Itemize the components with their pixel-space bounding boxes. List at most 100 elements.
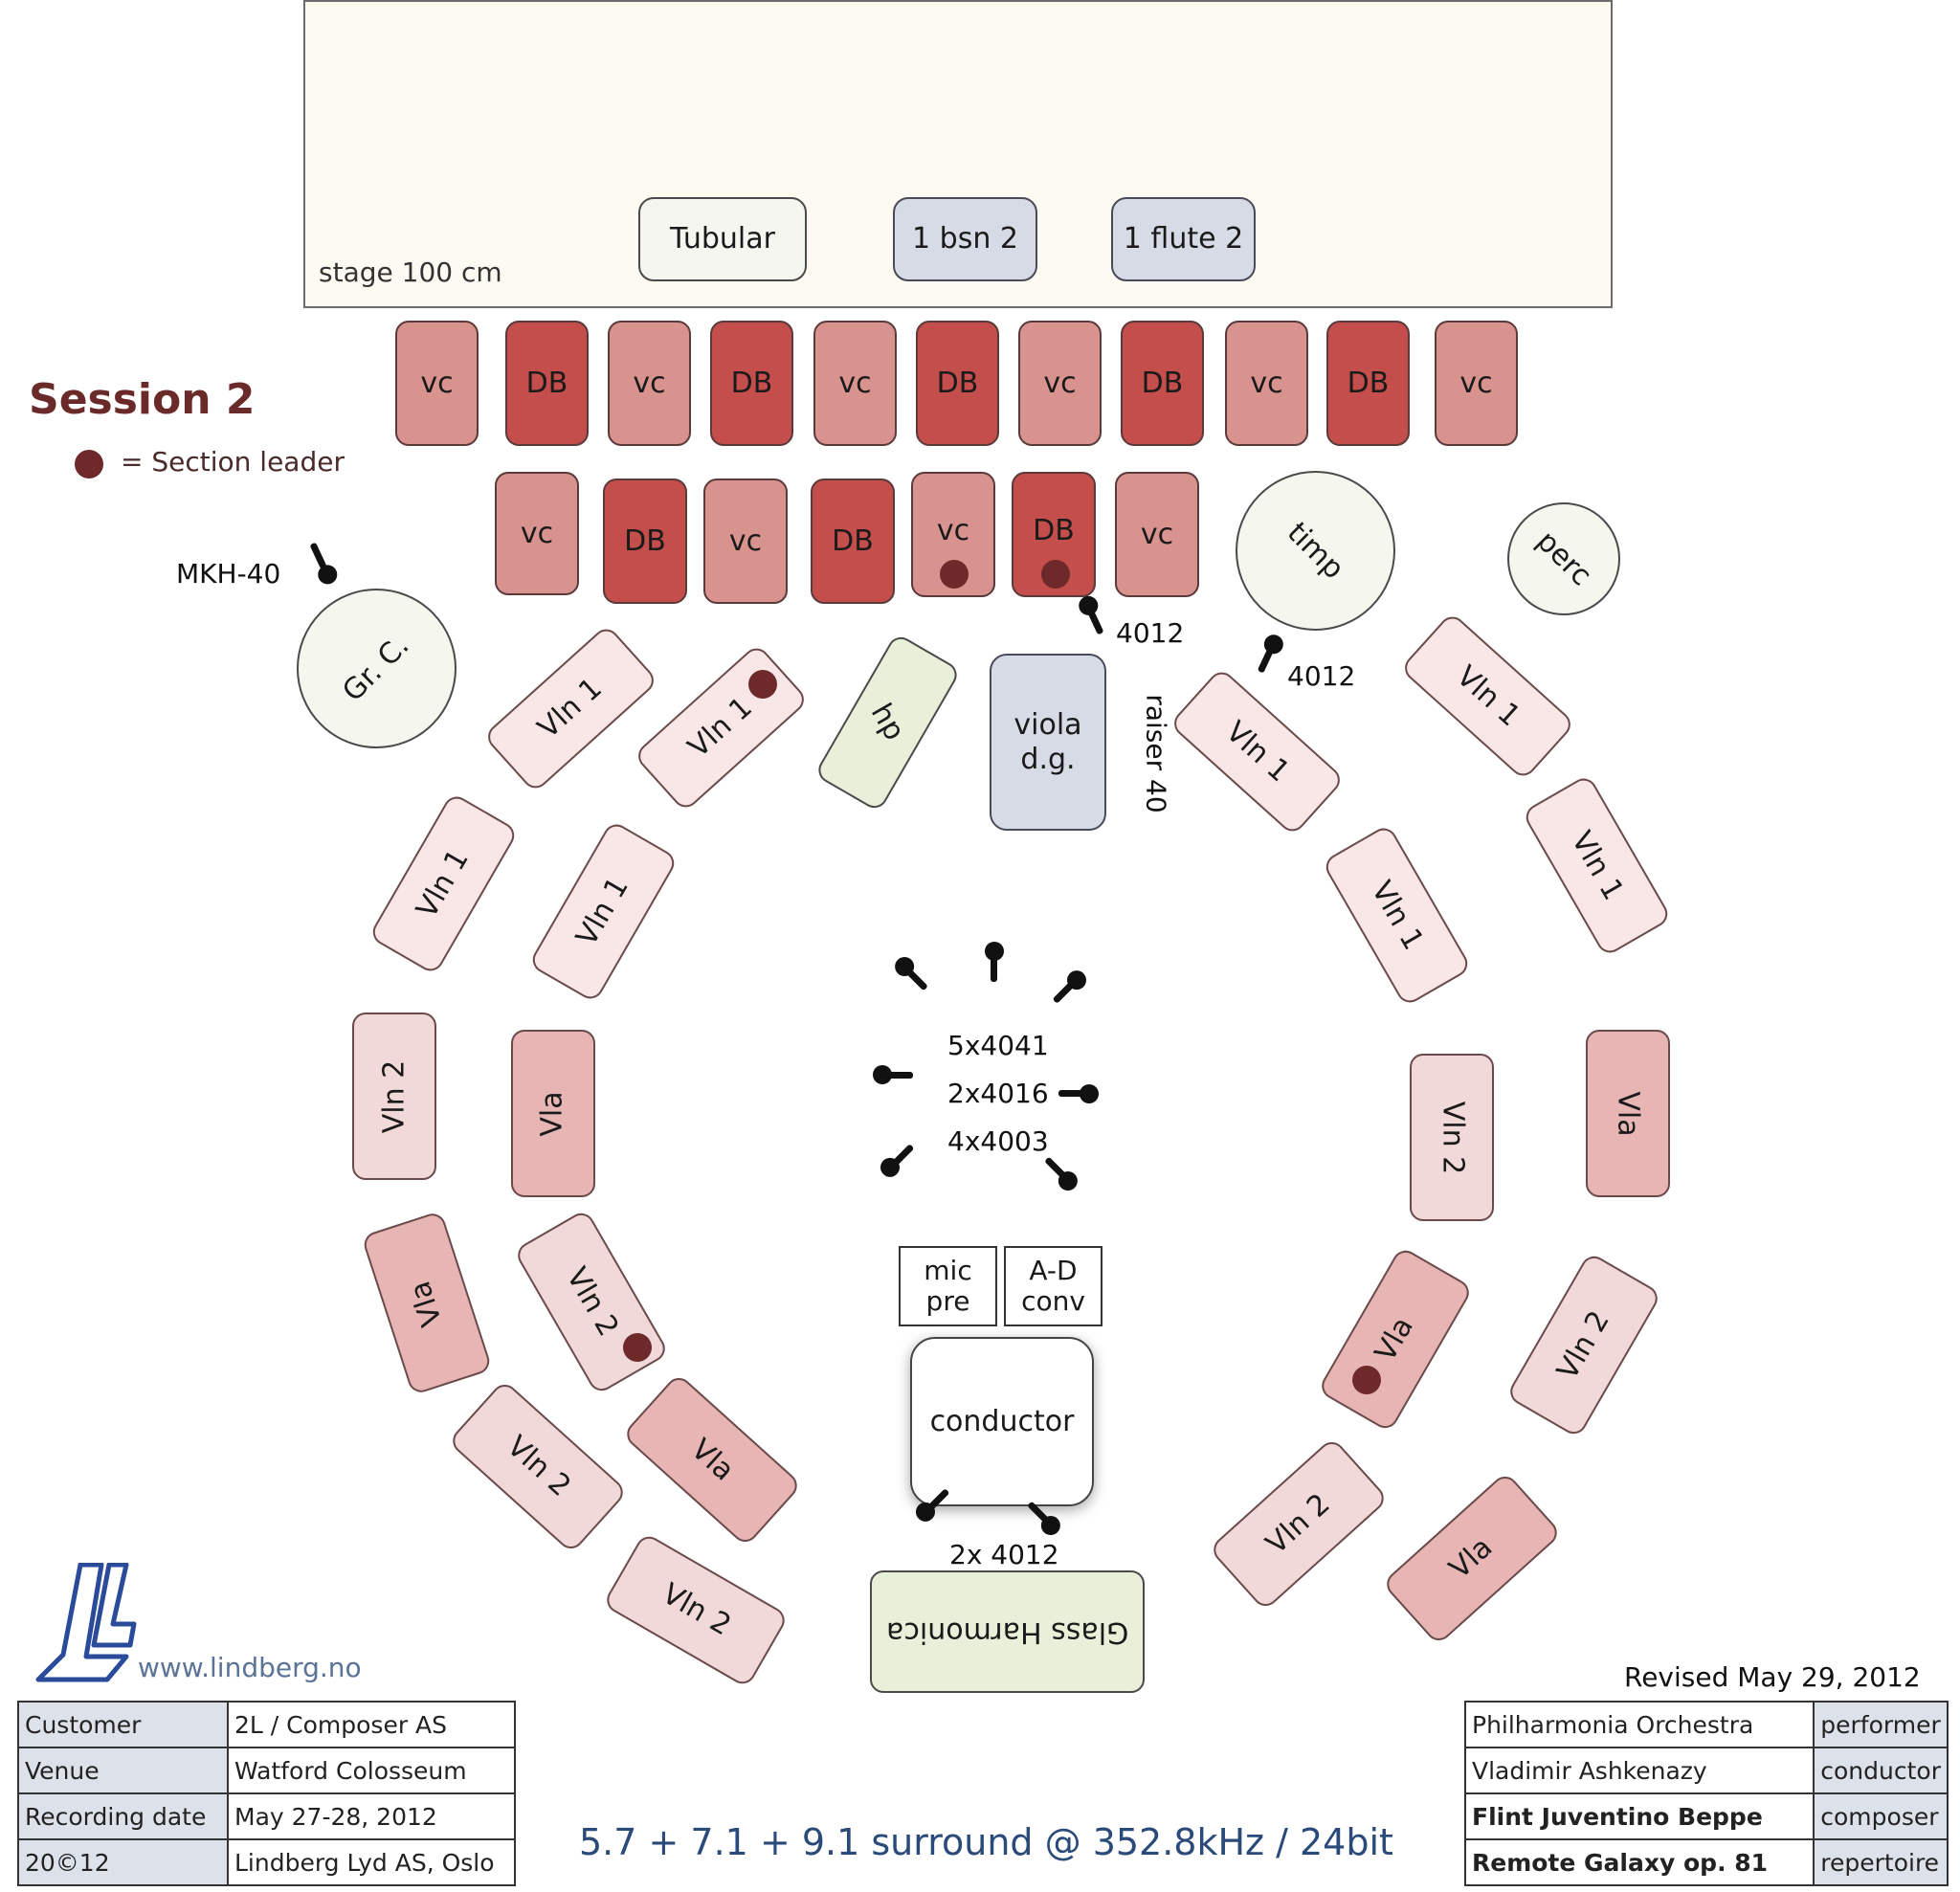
raiser-label: raiser 40: [1140, 694, 1172, 813]
website-link[interactable]: www.lindberg.no: [138, 1652, 362, 1683]
vc-box: vc: [1018, 321, 1102, 446]
table-key: composer: [1813, 1792, 1949, 1840]
vc-box: vc: [608, 321, 691, 446]
db-box: DB: [1326, 321, 1410, 446]
viola-box: Vla: [1381, 1471, 1563, 1646]
table-key: Customer: [17, 1701, 229, 1748]
vc-box: vc: [1115, 472, 1199, 597]
mic-4012-label: 4012: [1116, 617, 1185, 649]
vc-box: vc: [495, 472, 579, 595]
db-box: DB: [505, 321, 589, 446]
table-key: conductor: [1813, 1747, 1949, 1794]
table-key: Recording date: [17, 1792, 229, 1840]
surround-format: 5.7 + 7.1 + 9.1 surround @ 352.8kHz / 24…: [579, 1821, 1393, 1863]
vln1-label: Vln 1: [1218, 714, 1296, 789]
violin2-box: Vln 2: [447, 1379, 629, 1554]
vc-box: vc: [703, 479, 788, 604]
table-value: Flint Juventino Beppe: [1463, 1792, 1815, 1840]
vla-label: Vla: [536, 1090, 569, 1137]
viola-box: Vla: [1586, 1030, 1670, 1197]
section-leader-dot: [1352, 1366, 1381, 1394]
vln1-label: Vln 1: [532, 671, 610, 746]
db-box: DB: [811, 479, 895, 604]
viola-box: Vla: [511, 1030, 595, 1197]
section-leader-dot: [623, 1333, 652, 1362]
ad-line1: A-D: [1029, 1254, 1078, 1286]
vln1-label: Vln 1: [1364, 875, 1431, 956]
glass-harmonica-box: Glass Harmonica: [870, 1570, 1145, 1693]
section-leader-dot: [748, 670, 777, 699]
harp-box: hp: [813, 632, 962, 813]
stage-label: stage 100 cm: [319, 256, 502, 288]
violin1-box: Vln 1: [527, 819, 679, 1004]
revised-date: Revised May 29, 2012: [1624, 1661, 1921, 1693]
mic-pre-line1: mic: [924, 1254, 972, 1286]
timp-label: timp: [1281, 515, 1351, 586]
perc-label: perc: [1529, 524, 1598, 593]
mic-array-label: 5x4041: [947, 1030, 1049, 1061]
vln1-label: Vln 1: [682, 690, 760, 765]
violin2-leader-box: Vln 2: [513, 1208, 670, 1396]
vc-box: vc: [813, 321, 897, 446]
vc-box: vc: [1435, 321, 1518, 446]
viola-dg-label-2: d.g.: [1020, 742, 1076, 776]
db-box: DB: [710, 321, 793, 446]
section-leader-legend-dot: [75, 450, 103, 479]
table-value: Vladimir Ashkenazy: [1463, 1747, 1815, 1794]
violin2-box: Vln 2: [352, 1013, 436, 1180]
bassoon-box: 1 bsn 2: [893, 197, 1037, 281]
vln2-label: Vln 2: [1550, 1304, 1616, 1386]
vln2-label: Vln 2: [377, 1059, 411, 1133]
violin2-box: Vln 2: [1505, 1251, 1662, 1439]
viola-dg-label-1: viola: [1013, 707, 1082, 742]
mkh40-label: MKH-40: [176, 558, 281, 590]
vln2-label: Vln 2: [656, 1576, 737, 1643]
section-leader-dot: [940, 560, 969, 589]
vln2-label: Vln 2: [1436, 1101, 1469, 1174]
table-key: repertoire: [1813, 1838, 1949, 1886]
violin1-box: Vln 1: [482, 623, 659, 794]
vla-label: Vla: [403, 1276, 450, 1330]
vla-label: Vla: [1443, 1530, 1500, 1586]
table-key: 20©12: [17, 1838, 229, 1886]
percussion-circle: perc: [1507, 502, 1620, 615]
vla-label: Vla: [1612, 1090, 1645, 1137]
flute-box: 1 flute 2: [1111, 197, 1256, 281]
table-key: performer: [1813, 1701, 1949, 1748]
vln1-label: Vln 1: [569, 871, 636, 952]
vla-label: Vla: [684, 1432, 741, 1487]
legend-text: = Section leader: [121, 446, 345, 478]
viola-dg-box: viola d.g.: [990, 654, 1106, 831]
table-value: Remote Galaxy op. 81: [1463, 1838, 1815, 1886]
vln1-label: Vln 1: [1564, 825, 1631, 906]
hp-label: hp: [864, 698, 912, 746]
violin1-leader-box: Vln 1: [633, 642, 810, 813]
violin1-box: Vln 1: [1399, 611, 1576, 782]
violin2-box: Vln 2: [1208, 1436, 1390, 1612]
vc-box: vc: [395, 321, 479, 446]
gran-cassa-circle: Gr. C.: [297, 589, 457, 748]
vln2-label: Vln 2: [559, 1261, 625, 1343]
ad-line2: conv: [1021, 1285, 1085, 1317]
violin1-box: Vln 1: [368, 791, 520, 976]
mic-preamp-box: mic pre: [899, 1246, 997, 1326]
section-leader-dot: [1041, 560, 1070, 589]
violin1-box: Vln 1: [1321, 823, 1473, 1008]
table-value: Watford Colosseum: [227, 1747, 516, 1794]
viola-box: Vla: [361, 1210, 493, 1396]
violin2-box: Vln 2: [1410, 1054, 1494, 1221]
table-value: Philharmonia Orchestra: [1463, 1701, 1815, 1748]
db-box: DB: [603, 479, 687, 604]
db-box: DB: [916, 321, 999, 446]
mic-array-label: 4x4003: [947, 1125, 1049, 1157]
timpani-circle: timp: [1236, 471, 1395, 631]
glass-harmonica-label: Glass Harmonica: [885, 1615, 1129, 1649]
conductor-box: conductor: [910, 1337, 1094, 1506]
